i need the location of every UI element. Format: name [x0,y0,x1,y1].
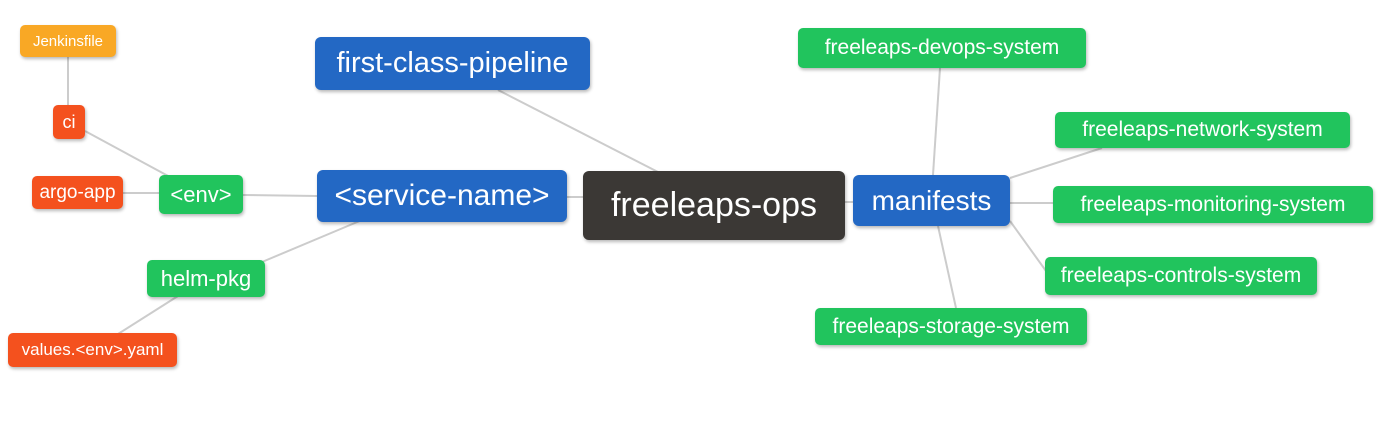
edge-manifests-controls [1009,220,1047,272]
node-values-env-yaml[interactable]: values.<env>.yaml [8,333,177,367]
node-argo-app[interactable]: argo-app [32,176,123,209]
edge-env-service-name [242,194,318,197]
edge-first-class-pipeline-ops [497,89,659,173]
edge-manifests-storage [937,225,957,309]
edge-values-helm-pkg [117,295,179,335]
node-storage-system[interactable]: freeleaps-storage-system [815,308,1087,345]
edge-manifests-network [1009,147,1103,179]
node-monitoring-system[interactable]: freeleaps-monitoring-system [1053,186,1373,223]
node-env[interactable]: <env> [159,175,243,214]
edge-ci-env [84,130,171,178]
edge-helm-pkg-service-name [261,219,363,263]
node-controls-system[interactable]: freeleaps-controls-system [1045,257,1317,295]
node-service-name[interactable]: <service-name> [317,170,567,222]
node-first-class-pipeline[interactable]: first-class-pipeline [315,37,590,90]
node-helm-pkg[interactable]: helm-pkg [147,260,265,297]
edge-manifests-devops [932,67,941,176]
node-ci[interactable]: ci [53,105,85,139]
node-devops-system[interactable]: freeleaps-devops-system [798,28,1086,68]
node-freeleaps-ops[interactable]: freeleaps-ops [583,171,845,240]
node-jenkinsfile[interactable]: Jenkinsfile [20,25,116,57]
node-network-system[interactable]: freeleaps-network-system [1055,112,1350,148]
node-manifests[interactable]: manifests [853,175,1010,226]
